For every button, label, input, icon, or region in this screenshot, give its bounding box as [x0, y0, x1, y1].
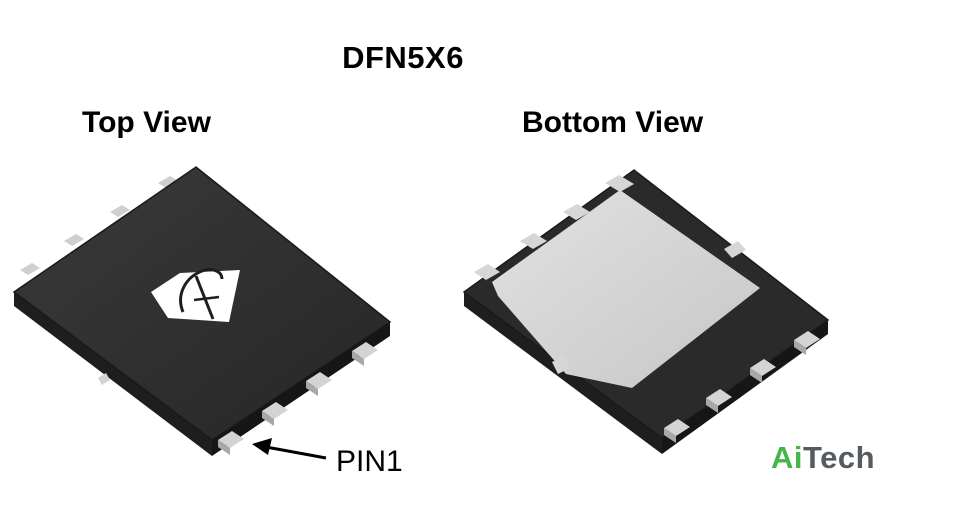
top-view-label: Top View: [82, 106, 211, 139]
top-view-pins-back: [20, 176, 178, 275]
top-view-front-right-side: [212, 322, 390, 456]
thermal-pad: [492, 190, 760, 388]
pin1-label: PIN1: [336, 445, 403, 478]
top-view-pins-front: [98, 342, 378, 455]
bottom-view-front-left-side: [464, 292, 662, 454]
a-logo-mark: [151, 268, 240, 322]
aitech-logo: AiTech: [771, 440, 875, 476]
bottom-view-back-tabs: [474, 175, 746, 374]
bottom-view-label: Bottom View: [522, 106, 704, 139]
bottom-view-pins-front: [664, 331, 820, 443]
diagram-title: DFN5X6: [342, 40, 464, 75]
top-view-front-left-side: [14, 292, 212, 456]
brand-part-ai: Ai: [771, 440, 803, 475]
top-view-package: [12, 166, 392, 456]
bottom-view-package: [462, 169, 830, 454]
bottom-view-front-right-side: [662, 320, 828, 454]
arrow-left-icon: [252, 438, 327, 460]
brand-part-tech: Tech: [803, 440, 876, 475]
